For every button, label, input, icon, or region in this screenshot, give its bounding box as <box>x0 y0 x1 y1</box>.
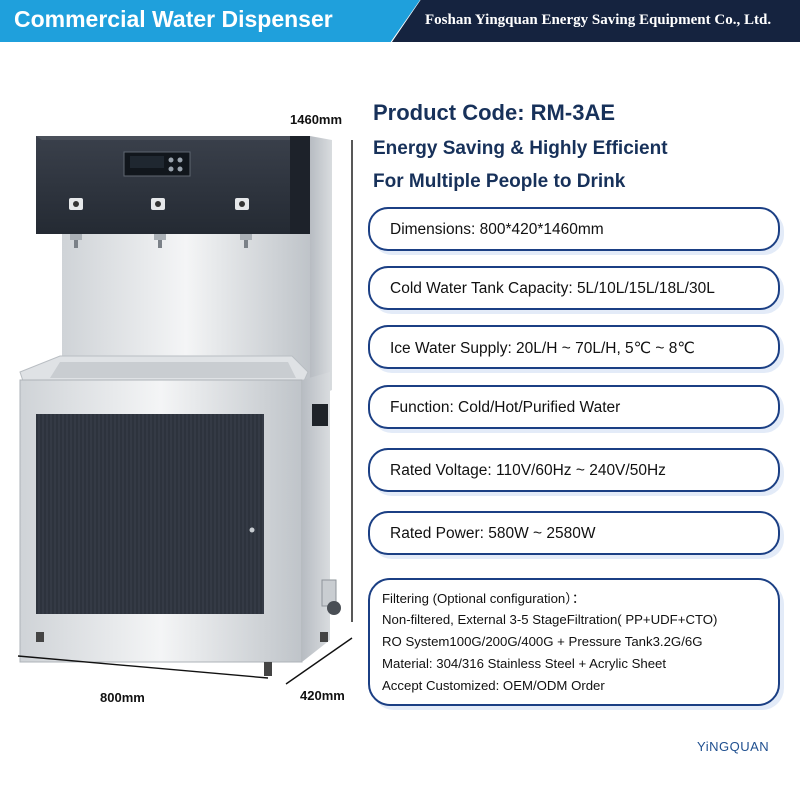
width-label: 800mm <box>100 690 145 705</box>
spec-cold-tank: Cold Water Tank Capacity: 5L/10L/15L/18L… <box>368 266 780 310</box>
spec-label: Function: Cold/Hot/Purified Water <box>390 399 621 416</box>
control-button-icon <box>168 157 174 163</box>
filtering-line: RO System100G/200G/400G + Pressure Tank3… <box>382 634 703 649</box>
spec-dimensions: Dimensions: 800*420*1460mm <box>368 207 780 251</box>
product-code: Product Code: RM-3AE <box>373 100 615 125</box>
spec-label: Rated Voltage: 110V/60Hz ~ 240V/50Hz <box>390 462 666 479</box>
tagline-energy: Energy Saving & Highly Efficient <box>373 138 668 159</box>
spec-function: Function: Cold/Hot/Purified Water <box>368 385 780 429</box>
depth-label: 420mm <box>300 688 345 703</box>
depth-dimension-line <box>285 637 353 685</box>
spec-voltage: Rated Voltage: 110V/60Hz ~ 240V/50Hz <box>368 448 780 492</box>
page-title: Commercial Water Dispenser <box>14 6 333 32</box>
tap-button-icon <box>235 198 249 210</box>
faucet-icon <box>70 234 82 248</box>
filtering-line: Material: 304/316 Stainless Steel + Acry… <box>382 656 667 671</box>
spec-label: Rated Power: 580W ~ 2580W <box>390 525 596 542</box>
spec-label: Dimensions: 800*420*1460mm <box>390 221 604 238</box>
spec-label: Ice Water Supply: 20L/H ~ 70L/H, 5℃ ~ 8℃ <box>390 340 695 357</box>
header-title-band <box>0 0 420 42</box>
filtering-line: Accept Customized: OEM/ODM Order <box>382 678 605 693</box>
upper-side-panel <box>310 136 332 400</box>
product-illustration <box>0 100 365 720</box>
header-company-band <box>392 0 800 42</box>
foot <box>36 632 44 642</box>
tagline-multiple-people: For Multiple People to Drink <box>373 171 626 192</box>
tap-button-icon <box>69 198 83 210</box>
control-button-icon <box>177 157 183 163</box>
spec-label: Cold Water Tank Capacity: 5L/10L/15L/18L… <box>390 280 715 297</box>
faucet-icon <box>154 234 166 248</box>
door-lock-icon <box>249 527 255 533</box>
height-label: 1460mm <box>290 112 343 127</box>
foot <box>320 632 328 642</box>
company-name: Foshan Yingquan Energy Saving Equipment … <box>425 12 772 28</box>
filtering-title: Filtering (Optional configuration）： <box>382 591 586 606</box>
tap-button-icon <box>151 198 165 210</box>
brand-logo: YiNGQUAN <box>697 739 770 754</box>
filtering-line: Non-filtered, External 3-5 StageFiltrati… <box>382 612 718 627</box>
spec-ice-water: Ice Water Supply: 20L/H ~ 70L/H, 5℃ ~ 8℃ <box>368 325 780 369</box>
cabinet-door <box>36 414 264 614</box>
faucet-icon <box>240 234 252 248</box>
header-banner: Commercial Water Dispenser Foshan Yingqu… <box>0 0 800 42</box>
drain-valve-icon <box>321 579 341 615</box>
width-dimension-line <box>17 655 269 679</box>
water-dispenser-image <box>17 136 353 685</box>
display-screen <box>130 156 164 168</box>
control-head <box>36 136 298 234</box>
control-button-icon <box>177 166 183 172</box>
filtering-options-box: Filtering (Optional configuration）： Non-… <box>368 578 780 706</box>
spec-power: Rated Power: 580W ~ 2580W <box>368 511 780 555</box>
foot <box>264 662 272 676</box>
control-button-icon <box>168 166 174 172</box>
side-vent <box>312 404 328 426</box>
